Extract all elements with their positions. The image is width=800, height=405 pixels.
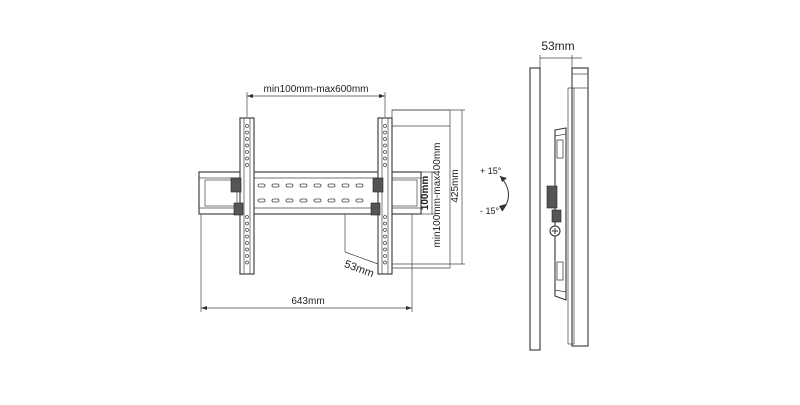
left-vertical-arm (230, 117, 255, 275)
plate-slot (355, 183, 364, 188)
arm-hole (383, 143, 387, 148)
arm-hole (245, 137, 249, 141)
arm-hole (245, 228, 249, 232)
arm-hole (383, 124, 387, 128)
arm-hole (245, 241, 249, 245)
arm-hole (383, 150, 387, 154)
arm-hole (245, 254, 249, 258)
plate-slot (299, 198, 308, 203)
side-depth-label: 53mm (541, 39, 574, 53)
plate-slot (341, 183, 350, 188)
arm-hole (383, 247, 387, 252)
total-width-dimension: 643mm (200, 214, 413, 312)
width-range-label: min100mm-max600mm (263, 84, 368, 95)
plate-height-label: 100mm (420, 176, 431, 211)
arm-hole (383, 130, 387, 135)
arm-hole (245, 247, 249, 252)
arm-hole (383, 221, 387, 226)
plate-slot (355, 198, 364, 203)
arm-hole (245, 163, 249, 167)
plate-slot (271, 198, 280, 203)
right-vertical-arm (370, 117, 393, 275)
plate-slot (257, 198, 266, 203)
arm-hole (383, 241, 387, 245)
plate-slot (327, 183, 336, 188)
arm-hole (245, 143, 249, 148)
wall-section (529, 67, 541, 351)
arm-hole (245, 221, 249, 226)
arm-hole (245, 260, 249, 265)
arm-hole (245, 150, 249, 154)
tilt-indicator: + 15° - 15° (480, 166, 509, 216)
height-range-dimension: min100mm-max400mm (391, 109, 465, 269)
tilt-up-label: + 15° (480, 166, 502, 176)
tilt-arrow-down-icon (499, 204, 506, 211)
arm-hole (245, 215, 249, 219)
plate-slot (341, 198, 350, 203)
height-range-label: min100mm-max400mm (432, 142, 443, 247)
arm-hole (383, 228, 387, 232)
plate-slot (327, 198, 336, 203)
arm-hole (383, 215, 387, 219)
plate-slot (313, 198, 322, 203)
front-view: min100mm-max600mm min100mm-max400mm 425m… (198, 84, 465, 312)
tv-panel-section (567, 67, 589, 347)
arm-hole (245, 124, 249, 128)
plate-slot (299, 183, 308, 188)
arm-hole (245, 130, 249, 135)
plate-slot (271, 183, 280, 188)
side-bracket (546, 127, 567, 301)
arm-hole (245, 156, 249, 161)
width-range-dimension: min100mm-max600mm (246, 84, 386, 117)
plate-slot (285, 183, 294, 188)
total-height-dimension: 425mm (450, 110, 463, 264)
side-depth-dimension: 53mm (539, 39, 582, 68)
plate-slot (313, 183, 322, 188)
side-view: 53mm (529, 39, 589, 351)
plate-slot (285, 198, 294, 203)
arm-hole (383, 156, 387, 161)
plate-slot (257, 183, 266, 188)
plate-height-dimension: 100mm (420, 171, 436, 215)
arm-hole (245, 234, 249, 239)
total-height-label: 425mm (450, 169, 461, 202)
arm-hole (383, 234, 387, 239)
total-width-label: 643mm (291, 296, 324, 307)
arm-hole (383, 163, 387, 167)
arm-hole (383, 137, 387, 141)
tilt-down-label: - 15° (480, 206, 500, 216)
arm-hole (383, 254, 387, 258)
arm-hole (383, 260, 387, 265)
tilt-arrow-up-icon (500, 176, 507, 182)
depth-dimension: 53mm (343, 214, 379, 280)
